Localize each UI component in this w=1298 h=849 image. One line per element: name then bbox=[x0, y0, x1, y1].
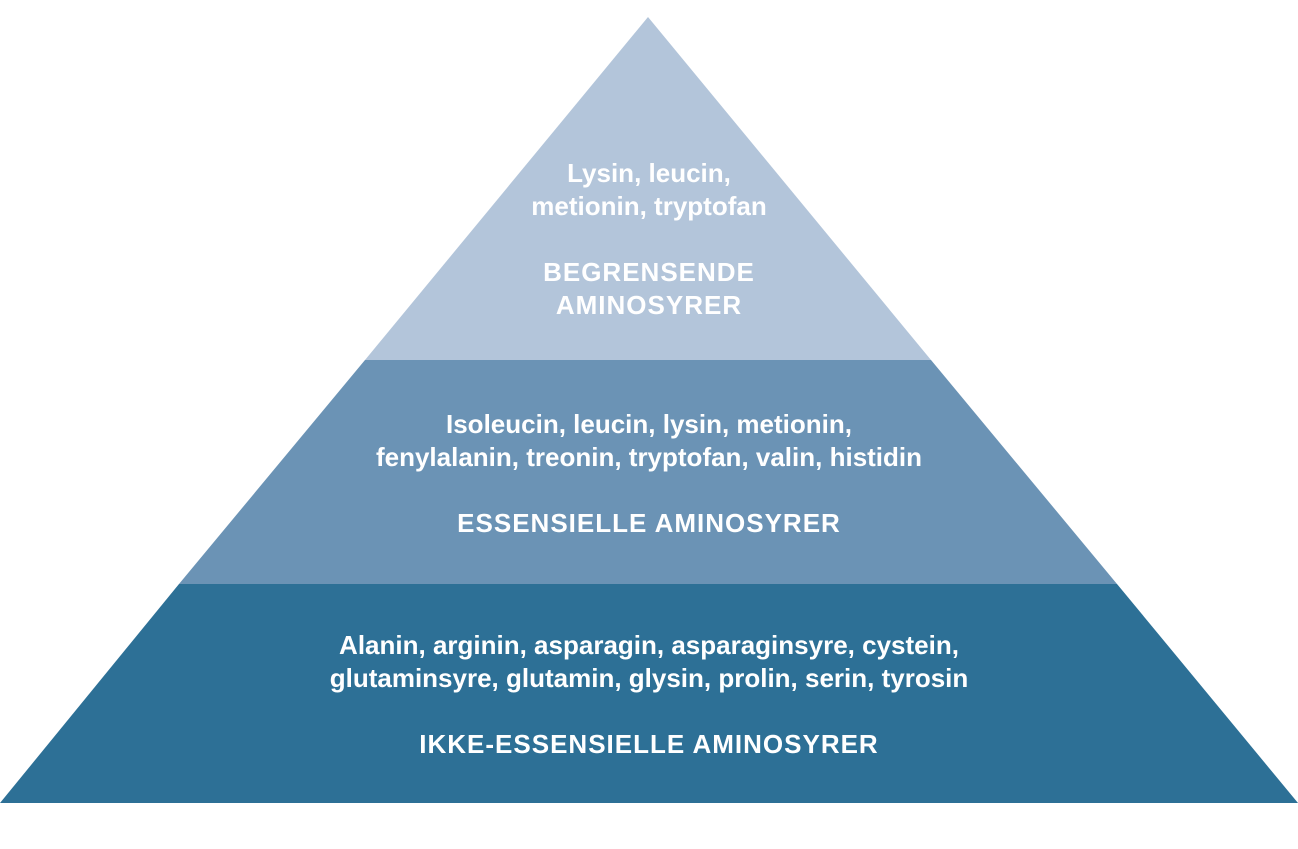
tier-middle-items-line-1: Isoleucin, leucin, lysin, metionin, bbox=[446, 409, 852, 439]
tier-middle-items-line-2: fenylalanin, treonin, tryptofan, valin, … bbox=[375, 442, 923, 472]
tier-top-items-line-2: metionin, tryptofan bbox=[531, 191, 767, 221]
tier-top-items-line-1: Lysin, leucin, bbox=[567, 158, 731, 188]
pyramid-tier-middle bbox=[179, 360, 1117, 584]
tier-middle-text: Isoleucin, leucin, lysin, metionin, feny… bbox=[0, 408, 1298, 540]
tier-bottom-items-line-2: glutaminsyre, glutamin, glysin, prolin, … bbox=[329, 663, 969, 693]
tier-bottom-label: IKKE-ESSENSIELLE AMINOSYRER bbox=[419, 729, 879, 759]
tier-top-label-line-2: AMINOSYRER bbox=[555, 290, 743, 320]
tier-top-text: Lysin, leucin, metionin, tryptofan BEGRE… bbox=[0, 157, 1298, 322]
pyramid-tier-bottom bbox=[0, 584, 1298, 803]
tier-bottom-text: Alanin, arginin, asparagin, asparaginsyr… bbox=[0, 629, 1298, 761]
pyramid-tier-top bbox=[365, 17, 931, 360]
tier-middle-label: ESSENSIELLE AMINOSYRER bbox=[457, 508, 841, 538]
tier-bottom-items-line-1: Alanin, arginin, asparagin, asparaginsyr… bbox=[339, 630, 959, 660]
tier-top-label-line-1: BEGRENSENDE bbox=[543, 257, 755, 287]
